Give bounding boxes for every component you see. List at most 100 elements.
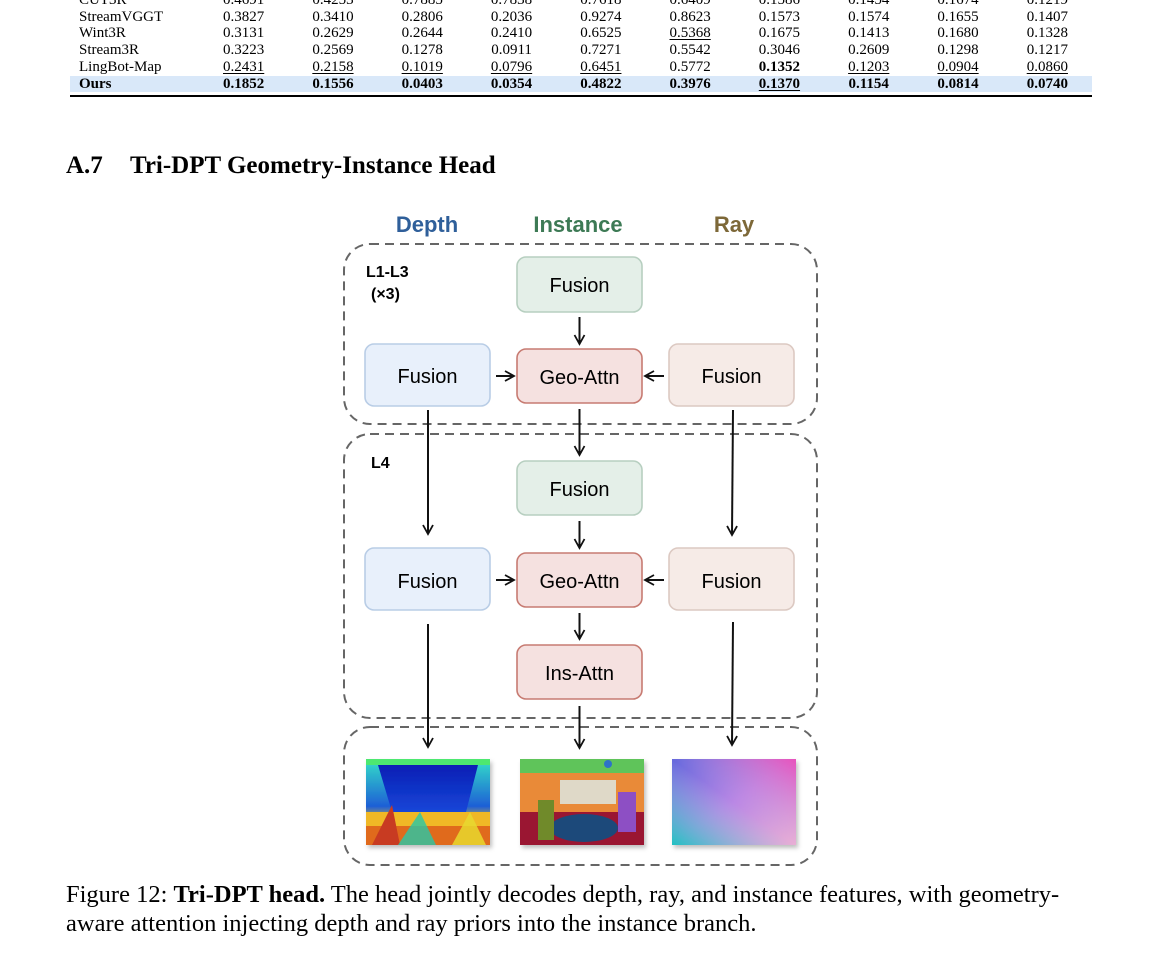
value-cell: 0.1298: [913, 42, 1002, 59]
stage1-ray-fusion-node: Fusion: [668, 343, 795, 407]
value-cell: 0.5368: [645, 25, 734, 42]
section-title: Tri-DPT Geometry-Instance Head: [130, 152, 496, 179]
value-cell: 0.1203: [824, 59, 913, 76]
value-cell: 0.1413: [824, 25, 913, 42]
value-cell: 0.0796: [467, 59, 556, 76]
value-cell: 0.1852: [199, 75, 289, 93]
stage2-geo-attn-node: Geo-Attn: [516, 552, 643, 608]
value-cell: 0.5542: [645, 42, 734, 59]
value-cell: 0.2806: [378, 9, 467, 26]
stage2-ray-fusion-node: Fusion: [668, 547, 795, 611]
value-cell: 0.2609: [824, 42, 913, 59]
value-cell: 0.1680: [913, 25, 1002, 42]
value-cell: 0.0904: [913, 59, 1002, 76]
value-cell: 0.0403: [377, 75, 467, 93]
node-label: Fusion: [701, 366, 761, 388]
value-cell: 0.5772: [645, 59, 734, 76]
value-text: 0.0403: [401, 75, 443, 92]
value-cell: 0.3131: [199, 25, 288, 42]
value-text: 0.0911: [491, 42, 532, 59]
value-cell: 0.1352: [735, 59, 824, 76]
value-cell: 0.0740: [1002, 75, 1092, 93]
value-cell: 0.1407: [1003, 9, 1092, 26]
value-text: 0.1574: [848, 8, 890, 25]
value-text: 0.2431: [223, 58, 265, 75]
value-cell: 0.1278: [378, 42, 467, 59]
stage-l1-l3-multiplier: (×3): [371, 286, 400, 303]
node-label: Geo-Attn: [539, 571, 619, 593]
value-text: 0.1675: [758, 25, 801, 42]
value-text: 0.7271: [580, 42, 622, 59]
table-row: Stream3R 0.3223 0.2569 0.1278 0.0911 0.7271 0.…: [70, 42, 1092, 59]
value-text: 0.1370: [758, 75, 801, 92]
method-cell: Stream3R: [79, 42, 139, 59]
flow-arrows: [422, 317, 738, 750]
value-text: 0.9274: [580, 8, 622, 25]
value-cell: 0.1675: [735, 25, 824, 42]
value-cell: 0.2644: [378, 25, 467, 42]
method-cell: Wint3R: [79, 25, 126, 42]
value-cell: 0.2629: [288, 25, 377, 42]
figure-caption: Figure 12: Tri-DPT head. The head jointl…: [66, 881, 1106, 938]
value-cell: 0.1586: [735, 0, 824, 9]
value-text: 0.2609: [848, 42, 890, 59]
value-text: 0.2410: [490, 25, 533, 42]
value-cell: 0.3827: [199, 9, 288, 26]
value-cell: 0.6409: [645, 0, 734, 9]
stage2-instance-fusion-node: Fusion: [516, 460, 643, 516]
value-text: 0.1298: [937, 42, 979, 59]
node-label: Fusion: [701, 571, 761, 593]
node-label: Fusion: [397, 366, 457, 388]
value-text: 0.5772: [669, 58, 711, 75]
value-cell: 0.7271: [556, 42, 645, 59]
ray-output-image: [672, 759, 796, 845]
value-cell: 0.1219: [1003, 0, 1092, 9]
value-text: 0.0904: [937, 58, 979, 75]
value-cell: 0.0814: [913, 75, 1003, 93]
value-text: 0.1278: [401, 42, 443, 59]
value-text: 0.3046: [758, 42, 801, 59]
value-text: 0.6525: [580, 25, 622, 42]
value-text: 0.1328: [1026, 25, 1068, 42]
value-cell: 0.8623: [645, 9, 734, 26]
method-cell: StreamVGGT: [79, 8, 164, 25]
value-text: 0.4822: [580, 75, 622, 92]
value-text: 0.2569: [312, 42, 354, 59]
value-text: 0.4691: [223, 0, 265, 8]
value-cell: 0.4691: [199, 0, 288, 9]
method-cell: Ours: [70, 75, 199, 93]
value-text: 0.1019: [401, 58, 443, 75]
value-text: 0.1154: [848, 75, 889, 92]
instance-output-image: [520, 759, 644, 845]
value-text: 0.0814: [937, 75, 979, 92]
value-text: 0.1217: [1026, 42, 1068, 59]
ray-column-title: Ray: [714, 212, 755, 237]
value-text: 0.1454: [848, 0, 890, 8]
value-cell: 0.4822: [556, 75, 646, 93]
stage-l1-l3-label: L1-L3: [366, 264, 409, 281]
value-text: 0.3976: [669, 75, 711, 92]
node-label: Geo-Attn: [539, 367, 619, 389]
value-text: 0.1674: [937, 0, 979, 8]
value-text: 0.3223: [223, 42, 265, 59]
value-text: 0.3827: [223, 8, 265, 25]
stage-l4-label: L4: [371, 455, 390, 472]
value-cell: 0.6525: [556, 25, 645, 42]
value-cell: 0.7885: [378, 0, 467, 9]
arrow-ray-output: [726, 621, 738, 747]
value-cell: 0.7618: [556, 0, 645, 9]
value-text: 0.1573: [758, 8, 801, 25]
value-cell: 0.1573: [735, 9, 824, 26]
method-cell: LingBot-Map: [79, 58, 162, 75]
section-number: A.7: [66, 152, 103, 179]
value-text: 0.2158: [312, 58, 354, 75]
value-cell: 0.1019: [378, 59, 467, 76]
caption-bold-title: Tri-DPT head.: [173, 881, 326, 908]
value-cell: 0.0860: [1003, 59, 1092, 76]
value-text: 0.1413: [848, 25, 890, 42]
value-text: 0.7838: [490, 0, 533, 8]
